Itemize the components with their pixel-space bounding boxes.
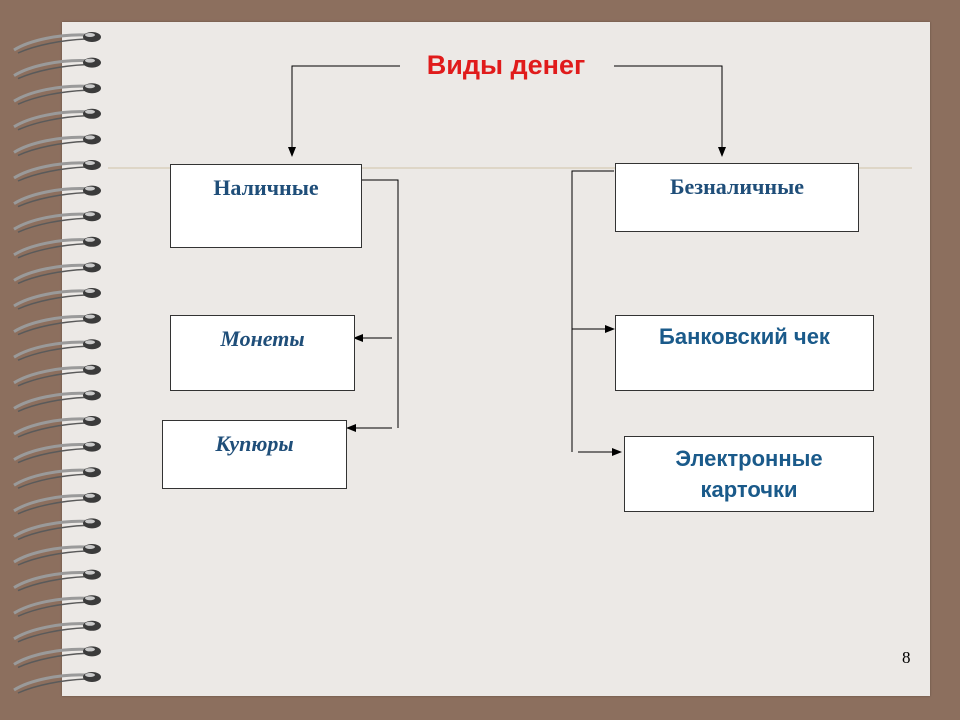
connector-cashless-bracket	[571, 170, 614, 452]
spiral-ring	[13, 672, 101, 694]
node-cash: Наличные	[170, 164, 362, 248]
spiral-ring	[13, 32, 101, 54]
notebook-spiral	[13, 32, 101, 694]
connector-title-cashless	[614, 65, 726, 157]
node-e-cards-label: Электронные карточки	[675, 446, 823, 502]
connector-cash-bracket	[362, 179, 399, 428]
node-coins: Монеты	[170, 315, 355, 391]
node-banknotes: Купюры	[162, 420, 347, 489]
spiral-ring	[13, 646, 101, 669]
node-bank-check-label: Банковский чек	[659, 324, 830, 349]
spiral-ring	[13, 236, 101, 259]
spiral-ring	[13, 134, 101, 157]
spiral-ring	[13, 364, 101, 387]
node-e-cards: Электронные карточки	[624, 436, 874, 512]
spiral-ring	[13, 57, 101, 80]
diagram-title: Виды денег	[426, 50, 586, 80]
spiral-ring	[13, 262, 101, 285]
connector-title-cash	[288, 65, 400, 157]
spiral-ring	[13, 313, 101, 336]
spiral-ring	[13, 108, 101, 131]
spiral-ring	[13, 160, 101, 182]
node-banknotes-label: Купюры	[215, 431, 294, 456]
node-coins-label: Монеты	[220, 326, 305, 351]
spiral-ring	[13, 288, 101, 310]
spiral-ring	[13, 211, 101, 233]
page-number: 8	[902, 648, 911, 667]
spiral-ring	[13, 339, 101, 361]
spiral-ring	[13, 518, 101, 541]
spiral-ring	[13, 492, 101, 515]
spiral-ring	[13, 185, 101, 208]
node-cashless: Безналичные	[615, 163, 859, 232]
spiral-ring	[13, 467, 101, 489]
node-bank-check: Банковский чек	[615, 315, 874, 391]
spiral-ring	[13, 620, 101, 643]
spiral-ring	[13, 441, 101, 464]
spiral-ring	[13, 390, 101, 413]
spiral-ring	[13, 595, 101, 617]
spiral-ring	[13, 544, 101, 566]
spiral-ring	[13, 569, 101, 592]
node-cash-label: Наличные	[213, 175, 319, 200]
spiral-ring	[13, 83, 101, 105]
node-cashless-label: Безналичные	[669, 174, 805, 199]
spiral-ring	[13, 416, 101, 438]
